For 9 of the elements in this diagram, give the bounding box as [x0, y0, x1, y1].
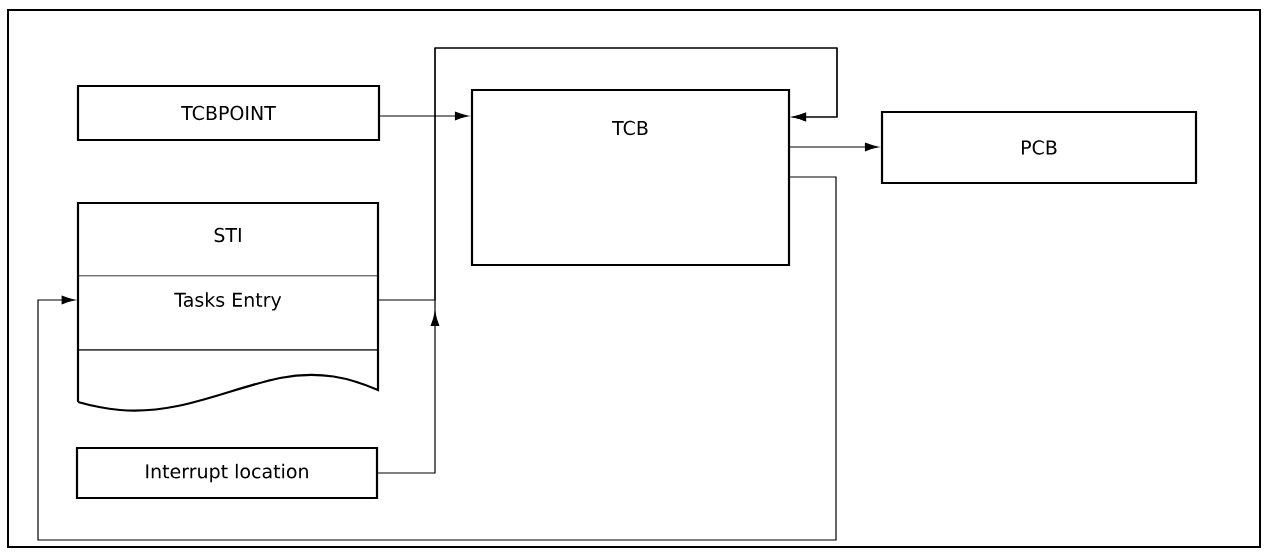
arrow: [789, 142, 879, 152]
box: PCB: [880, 110, 1198, 185]
arrow: [377, 47, 838, 474]
band: Tasks Entry: [77, 275, 379, 351]
box: TCB: [470, 88, 791, 267]
arrow: [37, 176, 837, 541]
arrow: [379, 111, 469, 121]
box: TCBPOINT: [76, 84, 381, 142]
box: Interrupt location: [75, 446, 379, 500]
